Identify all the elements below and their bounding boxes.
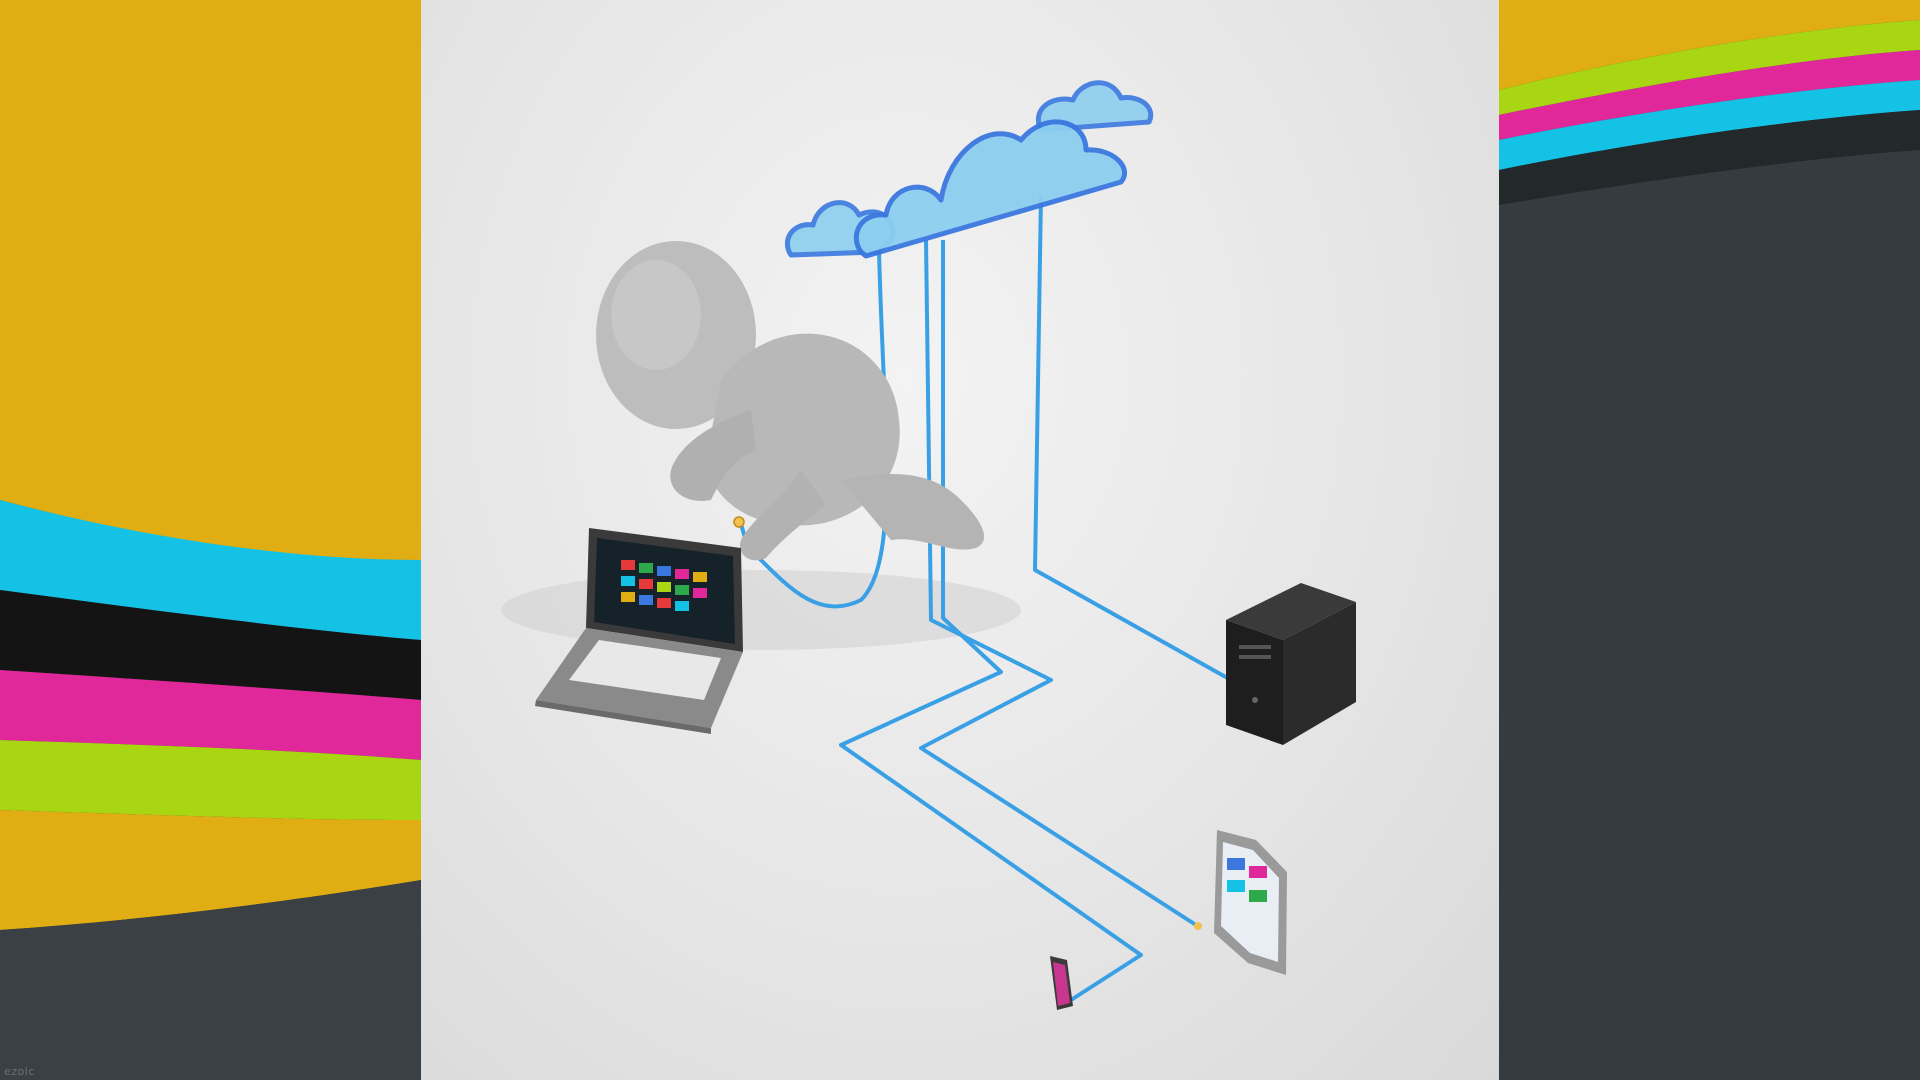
phone-screen	[1053, 962, 1070, 1006]
figure-leg	[841, 474, 985, 550]
tower-front	[1226, 620, 1283, 745]
laptop-keyboard	[569, 640, 721, 700]
right-wave-panel	[1499, 0, 1920, 1080]
usb-plug-tablet	[1194, 922, 1202, 930]
cloud-large-center-icon	[853, 119, 1128, 259]
left-wave-panel	[0, 0, 421, 1080]
cable-to-tower	[1033, 194, 1232, 682]
figure-arm-left	[670, 410, 756, 501]
tablet	[1194, 830, 1287, 975]
figure-torso	[706, 333, 900, 526]
tower-side	[1283, 602, 1356, 745]
smartphone	[1050, 956, 1073, 1010]
usb-plug	[733, 516, 745, 528]
kneeling-person-figure	[596, 241, 985, 561]
laptop-front-edge	[535, 700, 711, 734]
laptop-screen-tiles	[621, 560, 707, 611]
cloud-cluster	[784, 80, 1154, 259]
laptop	[535, 528, 743, 734]
watermark-label: ezoic	[4, 1065, 35, 1078]
tower-top	[1226, 583, 1356, 640]
cloud-network-illustration	[421, 0, 1499, 1080]
desktop-tower	[1226, 583, 1356, 745]
figure-arm-right	[740, 470, 826, 561]
cable-to-phone	[839, 240, 1143, 1002]
cloud-small-right-icon	[1035, 80, 1154, 133]
